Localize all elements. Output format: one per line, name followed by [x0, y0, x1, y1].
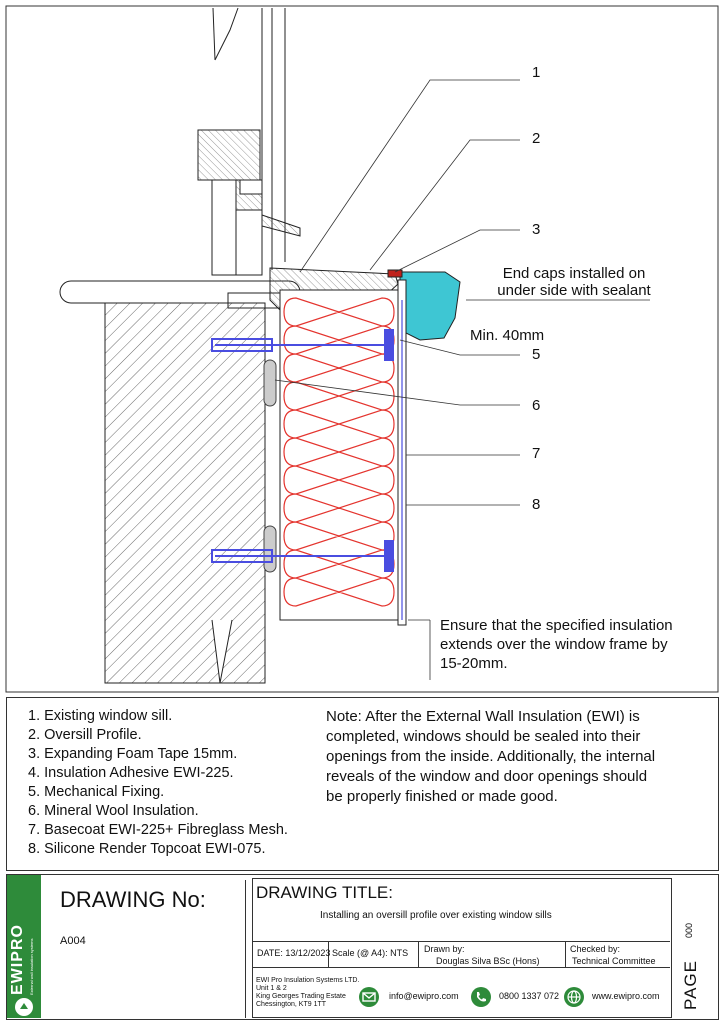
legend-frame [6, 697, 719, 871]
globe-icon [564, 987, 584, 1007]
ensure-insulation-annotation: Ensure that the specified insulation ext… [440, 616, 673, 673]
end-caps-line-2: under side with sealant [497, 282, 651, 299]
email-icon [359, 987, 379, 1007]
legend-item: 7. Basecoat EWI-225+ Fibreglass Mesh. [28, 822, 288, 838]
leader-lines [274, 79, 650, 680]
logo-mark-icon [15, 998, 33, 1016]
drawing-title-value: Installing an oversill profile over exis… [320, 910, 552, 921]
title-col-divider [328, 941, 329, 967]
foam-tape [387, 269, 403, 278]
note-line: be properly finished or made good. [326, 788, 558, 805]
callout-1: 1 [532, 64, 541, 81]
existing-window-frame [197, 7, 301, 276]
section-drawing: 1 2 3 5 6 7 8 End caps installed on unde… [5, 5, 719, 693]
legend-item: 8. Silicone Render Topcoat EWI-075. [28, 841, 266, 857]
drawing-no-value: A004 [60, 935, 86, 947]
min-depth-annotation: Min. 40mm [470, 327, 545, 344]
note-line: openings from the inside. Additionally, … [326, 748, 656, 765]
end-caps-annotation: End caps installed on under side with se… [484, 265, 664, 299]
title-col-divider [418, 941, 419, 967]
ewipro-logo: EWIPRO External wall insulation systems [7, 875, 41, 1018]
callout-3: 3 [532, 221, 541, 238]
mechanical-fixing-2 [211, 540, 394, 572]
checked-by-label: Checked by: [570, 944, 621, 954]
detail-section-svg [5, 5, 719, 693]
adhesive-dabs [263, 320, 278, 690]
company-address: EWI Pro Insulation Systems LTD. Unit 1 &… [256, 977, 359, 1009]
scale-field: Scale (@ A4): NTS [332, 948, 409, 958]
drawn-by-label: Drawn by: [424, 944, 465, 954]
drawn-by-value: Douglas Silva BSc (Hons) [436, 956, 540, 966]
title-col-divider [565, 941, 566, 967]
note-line: completed, windows should be sealed into… [326, 728, 641, 745]
note-line: reveals of the window and door openings … [326, 768, 648, 785]
legend-item: 6. Mineral Wool Insulation. [28, 803, 199, 819]
mechanical-fixing-1 [211, 329, 394, 361]
logo-text: EWIPRO [9, 924, 26, 995]
website-link[interactable]: www.ewipro.com [592, 991, 660, 1001]
address-line: EWI Pro Insulation Systems LTD. [256, 977, 360, 984]
title-block-frame [6, 874, 719, 1020]
drawing-no-label: DRAWING No: [60, 887, 206, 912]
address-line: Chessington, KT9 1TT [256, 1001, 327, 1008]
masonry-wall [104, 302, 266, 684]
phone-number[interactable]: 0800 1337 072 [499, 991, 560, 1001]
legend-item: 3. Expanding Foam Tape 15mm. [28, 746, 238, 762]
date-field: DATE: 13/12/2023 [257, 948, 331, 958]
callout-6: 6 [532, 397, 541, 414]
callout-5: 5 [532, 346, 541, 363]
legend-item: 5. Mechanical Fixing. [28, 784, 165, 800]
page-label: PAGE [681, 960, 700, 1010]
title-main-box [252, 878, 672, 1018]
logo-tagline: External wall insulation systems [29, 938, 34, 995]
drawing-title-label: DRAWING TITLE: [256, 883, 393, 902]
drawing-border [5, 5, 719, 693]
legend-item: 4. Insulation Adhesive EWI-225. [28, 765, 234, 781]
page-box: PAGE 000 [676, 900, 704, 1012]
callout-8: 8 [532, 496, 541, 513]
drawing-no-box [49, 880, 246, 1018]
page-number: 000 [684, 922, 694, 938]
phone-icon [471, 987, 491, 1007]
ensure-line-2: extends over the window frame by [440, 636, 668, 653]
address-line: Unit 1 & 2 [256, 985, 287, 992]
legend-item: 2. Oversill Profile. [28, 727, 142, 743]
insulation-pattern [283, 297, 395, 607]
address-line: King Georges Trading Estate [256, 993, 346, 1000]
installation-note: Note: After the External Wall Insulation… [326, 707, 710, 807]
callout-2: 2 [532, 130, 541, 147]
title-row-divider [252, 941, 670, 942]
ensure-line-1: Ensure that the specified insulation [440, 617, 673, 634]
callout-7: 7 [532, 445, 541, 462]
ensure-line-3: 15-20mm. [440, 655, 508, 672]
email-link[interactable]: info@ewipro.com [389, 991, 459, 1001]
title-row-divider [252, 967, 670, 968]
legend-item: 1. Existing window sill. [28, 708, 173, 724]
end-caps-line-1: End caps installed on [502, 265, 646, 282]
note-line: Note: After the External Wall Insulation… [326, 708, 640, 725]
checked-by-value: Technical Committee [572, 956, 656, 966]
